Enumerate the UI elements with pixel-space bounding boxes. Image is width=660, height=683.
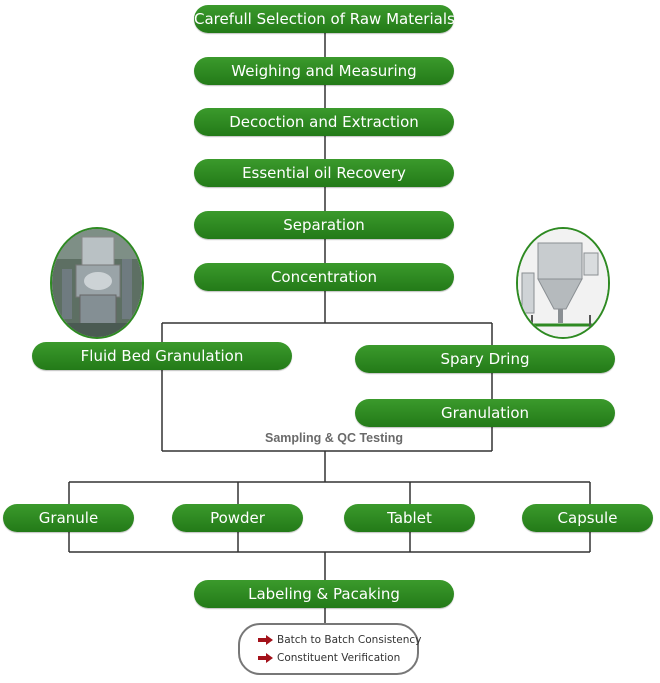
step-decoction: Decoction and Extraction xyxy=(194,108,454,136)
product-tablet: Tablet xyxy=(344,504,475,532)
legend-item-verification: Constituent Verification xyxy=(258,652,400,664)
red-arrow-icon xyxy=(258,653,273,663)
fluid-bed-granulator-image xyxy=(50,227,144,339)
step-separation: Separation xyxy=(194,211,454,239)
spray-dryer-image xyxy=(516,227,610,339)
step-concentration: Concentration xyxy=(194,263,454,291)
step-granulation: Granulation xyxy=(355,399,615,427)
legend-item-consistency: Batch to Batch Consistency xyxy=(258,634,421,646)
product-capsule: Capsule xyxy=(522,504,653,532)
step-fluid-bed-granulation: Fluid Bed Granulation xyxy=(32,342,292,370)
step-labeling: Labeling & Pacaking xyxy=(194,580,454,608)
product-powder: Powder xyxy=(172,504,303,532)
legend-label-verification: Constituent Verification xyxy=(277,652,401,664)
legend-box: Batch to Batch Consistency Constituent V… xyxy=(238,623,421,675)
product-granule: Granule xyxy=(3,504,134,532)
red-arrow-icon xyxy=(258,635,273,645)
step-spray-drying: Spary Dring xyxy=(355,345,615,373)
step-oil-recovery: Essential oil Recovery xyxy=(194,159,454,187)
step-weighing: Weighing and Measuring xyxy=(194,57,454,85)
legend-label-consistency: Batch to Batch Consistency xyxy=(277,634,422,646)
step-raw-materials: Carefull Selection of Raw Materials xyxy=(194,5,455,33)
qc-testing-label: Sampling & QC Testing xyxy=(234,431,434,445)
